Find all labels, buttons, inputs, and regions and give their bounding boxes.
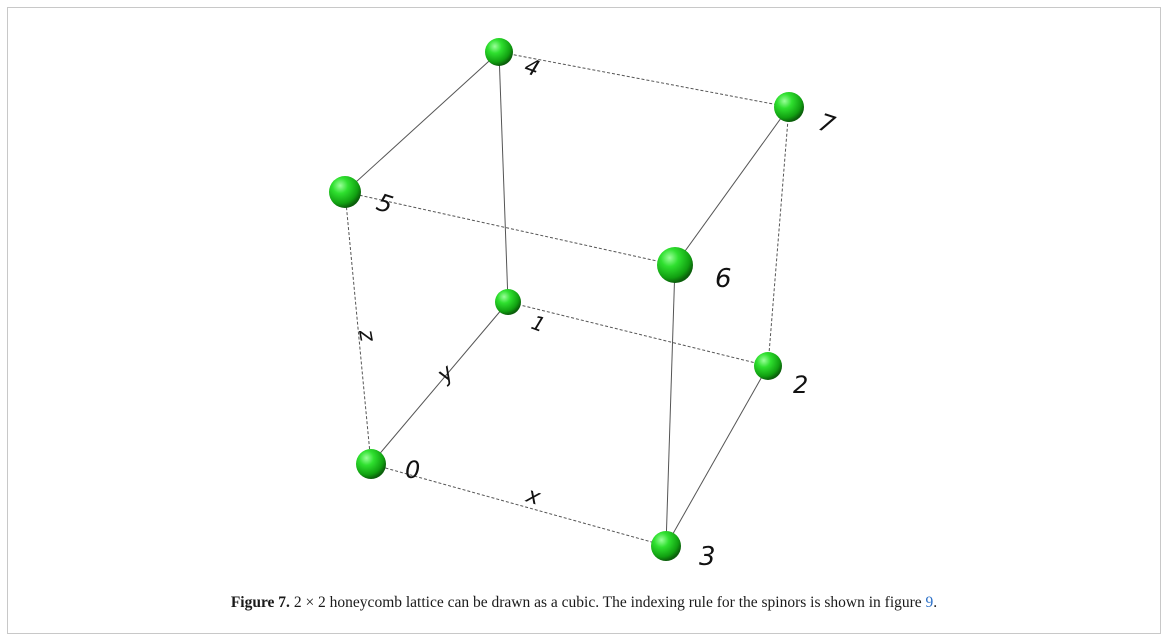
node-3 — [651, 531, 681, 561]
node-labels-group: 0 1 2 3 4 5 6 7 — [373, 54, 839, 572]
edge-0-1 — [370, 301, 509, 465]
edges-group — [344, 51, 790, 547]
caption-text: 2 × 2 honeycomb lattice can be drawn as … — [289, 594, 926, 611]
node-4 — [485, 38, 513, 66]
node-0 — [356, 449, 386, 479]
edge-2-3 — [665, 365, 769, 547]
node-1 — [495, 289, 521, 315]
node-label-3: 3 — [699, 542, 716, 572]
node-label-0: 0 — [405, 456, 420, 484]
node-7 — [774, 92, 804, 122]
axis-labels-group: x y z — [353, 327, 544, 511]
axis-label-x: x — [522, 483, 544, 511]
edge-1-4 — [498, 51, 509, 303]
node-label-5: 5 — [373, 188, 396, 219]
edge-5-6 — [344, 191, 676, 266]
edge-1-2 — [507, 301, 769, 367]
node-label-4: 4 — [521, 54, 543, 82]
node-label-6: 6 — [715, 264, 732, 294]
caption-figure-link[interactable]: 9 — [925, 594, 934, 611]
edge-0-5 — [344, 191, 372, 465]
node-label-7: 7 — [815, 108, 839, 140]
node-5 — [329, 176, 361, 208]
cubic-lattice-diagram: x y z 0 1 2 3 4 5 6 7 — [329, 38, 839, 572]
node-label-1: 1 — [528, 310, 548, 337]
edge-4-5 — [344, 51, 500, 193]
figure-caption: Figure 7. 2 × 2 honeycomb lattice can be… — [8, 594, 1160, 612]
node-6 — [657, 247, 693, 283]
caption-text-end: . — [933, 594, 938, 611]
edge-6-7 — [674, 106, 790, 266]
node-2 — [754, 352, 782, 380]
figure-frame: x y z 0 1 2 3 4 5 6 7 Figure 7. 2 × 2 honeycomb… — [7, 7, 1161, 634]
edge-2-7 — [767, 106, 790, 367]
edge-0-3 — [370, 463, 667, 547]
nodes-group — [329, 38, 804, 561]
node-label-2: 2 — [793, 371, 808, 399]
edge-3-6 — [665, 264, 676, 547]
axis-label-z: z — [353, 327, 380, 344]
edge-4-7 — [498, 51, 790, 108]
caption-label: Figure 7. — [230, 594, 290, 611]
